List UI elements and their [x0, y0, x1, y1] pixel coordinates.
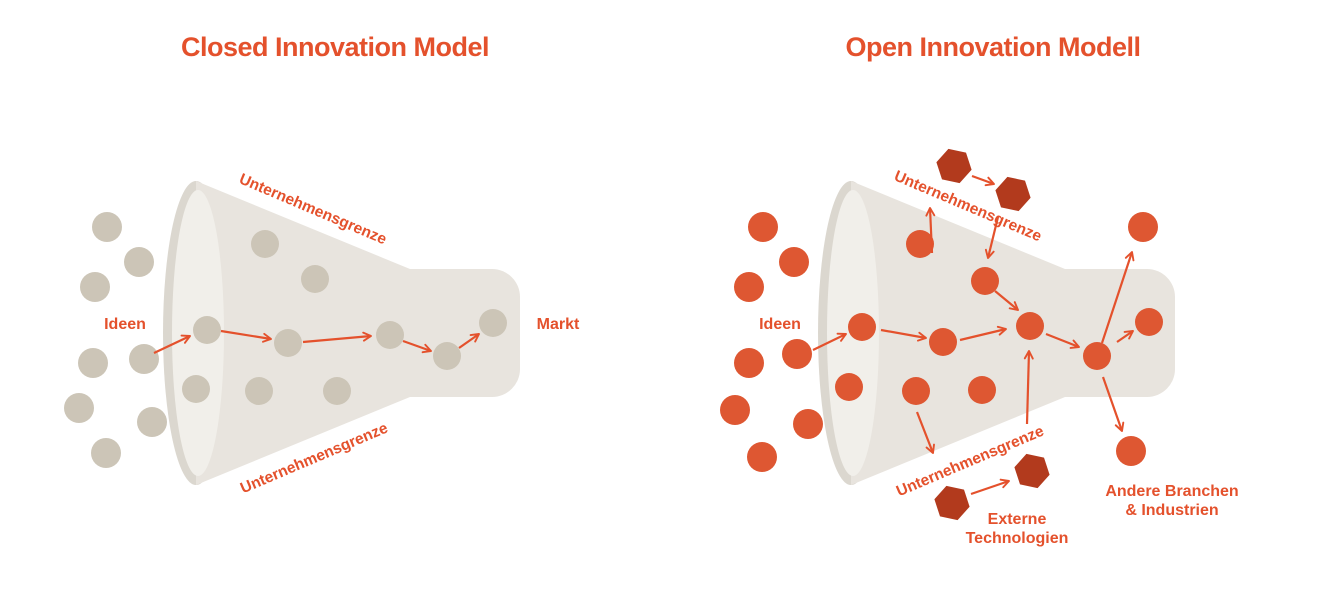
idea-dot [124, 247, 154, 277]
idea-dot [779, 247, 809, 277]
open-model-diagram: Open Innovation Modell Unternehmensgrenz… [720, 32, 1239, 547]
flow-arrow [1100, 251, 1135, 344]
idea-dot [720, 395, 750, 425]
funnel-cone [851, 181, 1065, 485]
idea-dot [301, 265, 329, 293]
flow-arrow [959, 325, 1007, 342]
other-industries-label-line1: Andere Branchen [1105, 483, 1238, 500]
external-dot [1128, 212, 1158, 242]
idea-dot [274, 329, 302, 357]
flow-arrow [915, 411, 935, 454]
idea-dot [902, 377, 930, 405]
closed-market-label: Markt [537, 316, 580, 333]
idea-dot [479, 309, 507, 337]
open-model-title: Open Innovation Modell [846, 32, 1141, 62]
idea-dot [971, 267, 999, 295]
external-technologies-label-line2: Technologien [966, 530, 1069, 547]
closed-ideas-label: Ideen [104, 316, 146, 333]
idea-dot [747, 442, 777, 472]
flow-arrow [971, 174, 995, 187]
other-industries-label-line2: & Industrien [1125, 502, 1218, 519]
funnel-cone [196, 181, 410, 485]
flow-arrow [302, 331, 372, 344]
idea-dot [906, 230, 934, 258]
idea-dot [193, 316, 221, 344]
open-dots-external [1116, 212, 1158, 466]
flow-arrow [812, 332, 847, 351]
flow-arrow [970, 478, 1010, 496]
open-dots-inside [835, 230, 1163, 405]
flow-arrow [1101, 376, 1125, 432]
idea-dot [1016, 312, 1044, 340]
idea-dot [968, 376, 996, 404]
idea-dot [734, 272, 764, 302]
flow-arrow [153, 334, 191, 354]
open-hexagons [934, 148, 1050, 521]
flow-arrow [220, 329, 272, 343]
flow-arrow [458, 333, 480, 349]
idea-dot [848, 313, 876, 341]
closed-dots-inside [182, 230, 507, 405]
flow-arrow [402, 339, 432, 354]
idea-dot [251, 230, 279, 258]
idea-dot [748, 212, 778, 242]
technology-hexagon [934, 485, 970, 521]
closed-arrows [153, 329, 480, 354]
idea-dot [433, 342, 461, 370]
idea-dot [929, 328, 957, 356]
idea-dot [1135, 308, 1163, 336]
idea-dot [323, 377, 351, 405]
closed-model-title: Closed Innovation Model [181, 32, 489, 62]
idea-dot [734, 348, 764, 378]
flow-arrow [880, 328, 927, 342]
external-dot [1116, 436, 1146, 466]
idea-dot [92, 212, 122, 242]
open-ideas-label: Ideen [759, 316, 801, 333]
idea-dot [137, 407, 167, 437]
idea-dot [78, 348, 108, 378]
flow-arrow [984, 216, 1000, 259]
idea-dot [1083, 342, 1111, 370]
open-dots-outside [720, 212, 823, 472]
technology-hexagon [936, 148, 972, 184]
funnel-pipe [1033, 269, 1175, 397]
flow-arrow [1045, 332, 1080, 349]
idea-dot [182, 375, 210, 403]
external-technologies-label-line1: Externe [988, 511, 1047, 528]
idea-dot [64, 393, 94, 423]
idea-dot [245, 377, 273, 405]
technology-hexagon [995, 176, 1031, 212]
idea-dot [793, 409, 823, 439]
flow-arrow [994, 290, 1019, 311]
technology-hexagon [1014, 453, 1050, 489]
idea-dot [91, 438, 121, 468]
idea-dot [835, 373, 863, 401]
open-arrows [812, 174, 1135, 496]
idea-dot [80, 272, 110, 302]
flow-arrow [1116, 330, 1134, 343]
closed-dots-outside [64, 212, 167, 468]
idea-dot [376, 321, 404, 349]
closed-model-diagram: Closed Innovation Model Unternehmensgren… [64, 32, 580, 497]
idea-dot [782, 339, 812, 369]
flow-arrow [925, 207, 936, 254]
idea-dot [129, 344, 159, 374]
flow-arrow [1023, 350, 1034, 425]
open-funnel [818, 181, 1175, 485]
funnel-pipe [378, 269, 520, 397]
